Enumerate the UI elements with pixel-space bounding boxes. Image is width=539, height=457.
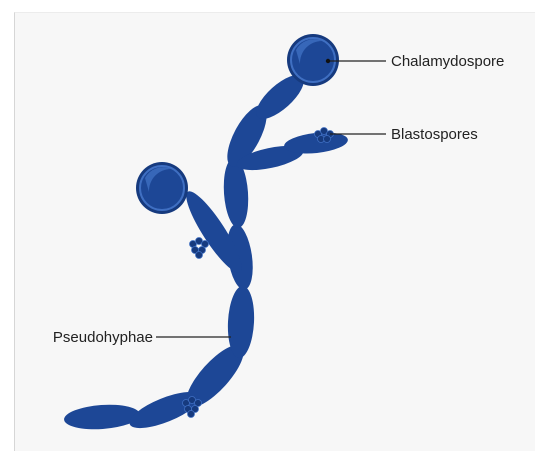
chlamydospore-top: [287, 34, 339, 86]
blastospores-label: Blastospores: [391, 126, 478, 143]
chlamydospore-label: Chalamydospore: [391, 53, 504, 70]
chlamydospore-pointer-dot: [326, 59, 330, 63]
blastospore-cluster: [183, 397, 202, 418]
pseudohypha-cell: [63, 402, 140, 431]
chlamydospore-left: [136, 162, 188, 214]
blastospore-cluster: [190, 238, 209, 259]
pseudohyphae-label: Pseudohyphae: [53, 329, 153, 346]
left-branch: [179, 157, 251, 278]
